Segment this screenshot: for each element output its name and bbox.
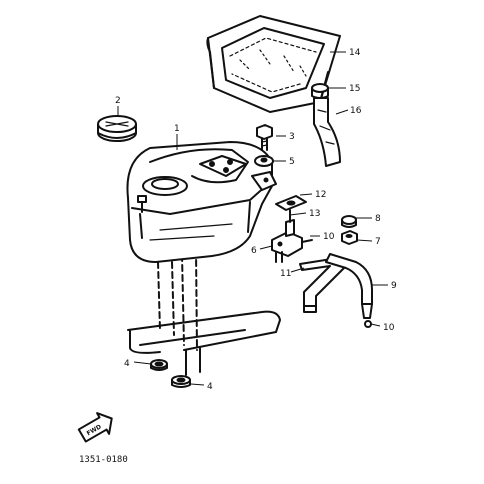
callout-4b: 4 <box>207 382 213 392</box>
forward-arrow-icon: FWD <box>77 412 113 443</box>
callout-11: 11 <box>280 269 291 279</box>
callout-12: 12 <box>315 190 326 200</box>
damper-4a <box>150 359 168 371</box>
fuel-tank <box>126 141 277 263</box>
callout-9: 9 <box>391 281 397 291</box>
leader-lines <box>117 51 388 386</box>
nut <box>341 215 357 228</box>
damper-4b <box>171 375 191 388</box>
callout-7: 7 <box>375 237 381 247</box>
bolt <box>256 124 273 151</box>
drawing-code: 1351-0180 <box>79 455 128 465</box>
callout-1: 1 <box>174 124 180 134</box>
callout-10a: 10 <box>323 232 335 242</box>
callout-10b: 10 <box>383 323 395 333</box>
callout-16: 16 <box>350 106 362 116</box>
bracket-plate <box>275 195 307 211</box>
callout-5: 5 <box>289 157 295 167</box>
fuel-cap <box>97 115 137 142</box>
callout-15: 15 <box>349 84 360 94</box>
damper <box>254 155 274 167</box>
callout-13: 13 <box>309 209 320 219</box>
fuel-cock <box>271 209 313 263</box>
callout-8: 8 <box>375 214 381 224</box>
air-duct <box>206 15 341 113</box>
frame-cradle <box>127 249 281 376</box>
callout-4a: 4 <box>124 359 130 369</box>
callouts: 1 2 3 4 4 5 6 7 8 9 10 10 11 12 13 14 15… <box>115 48 397 392</box>
callout-3: 3 <box>289 132 295 142</box>
fuel-hose-9 <box>325 253 381 328</box>
callout-2: 2 <box>115 96 121 106</box>
callout-6: 6 <box>251 246 257 256</box>
callout-14: 14 <box>349 48 361 58</box>
breather-hose <box>313 97 341 167</box>
bolt-7 <box>341 230 358 245</box>
